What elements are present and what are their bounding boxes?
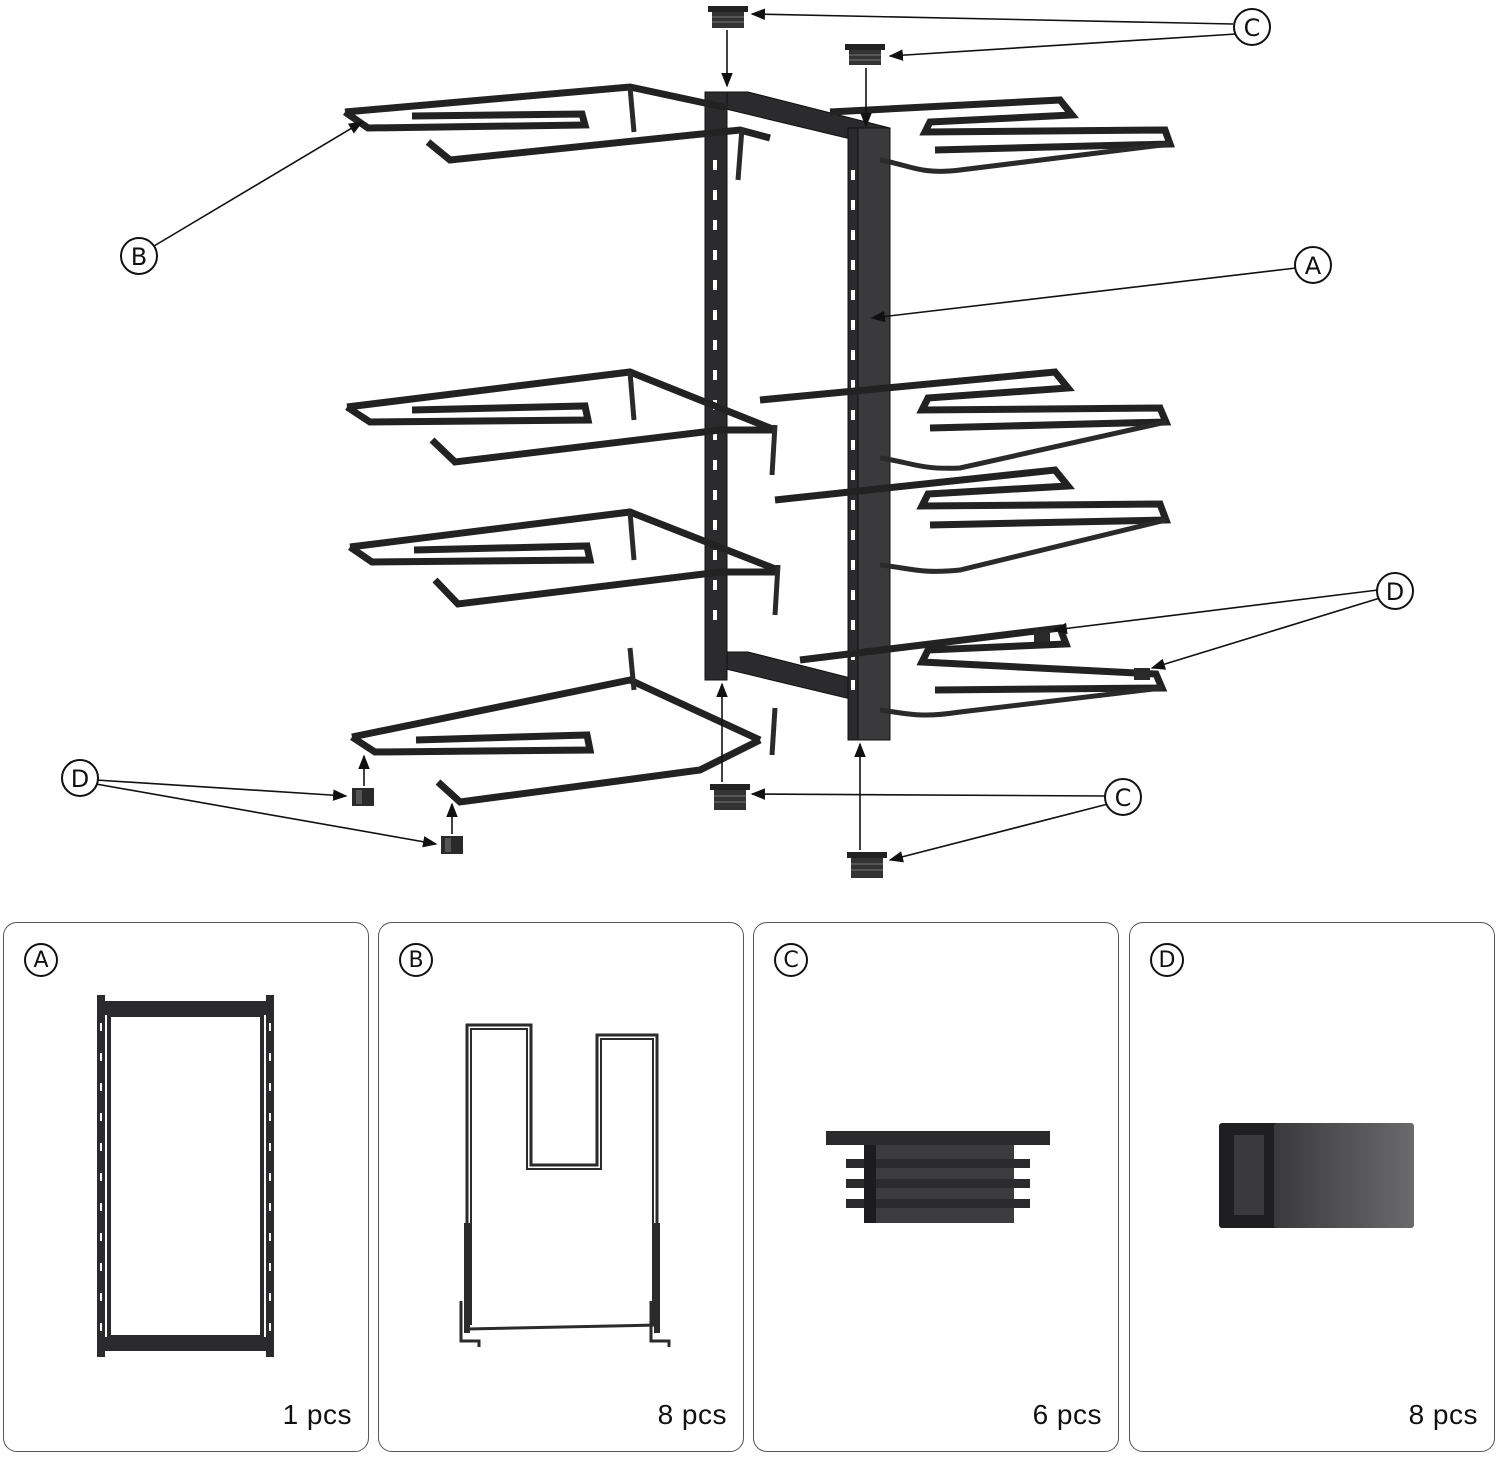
part-b-badge: B <box>399 943 433 977</box>
svg-text:B: B <box>131 243 147 271</box>
svg-text:C: C <box>1115 784 1132 812</box>
end-cap-top-left <box>708 6 748 28</box>
part-b-quantity: 8 pcs <box>657 1399 727 1430</box>
foot-cap-right-1 <box>1034 630 1050 642</box>
part-b-rack-illustration <box>459 1023 671 1347</box>
svg-text:C: C <box>1244 14 1261 42</box>
foot-cap-left-2 <box>441 836 463 854</box>
exploded-assembly-diagram: C B A D D C <box>61 6 1414 878</box>
foot-cap-right-2 <box>1134 668 1150 680</box>
part-d-quantity: 8 pcs <box>1408 1399 1478 1430</box>
callout-c-top: C <box>1233 8 1271 46</box>
end-cap-bottom-left <box>710 784 750 810</box>
svg-text:D: D <box>71 765 89 793</box>
callout-d-right: D <box>1376 572 1414 610</box>
callout-c-bottom: C <box>1104 778 1142 816</box>
svg-text:A: A <box>1305 252 1322 280</box>
svg-text:D: D <box>1386 578 1404 606</box>
end-cap-bottom-right <box>847 852 887 878</box>
part-a-quantity: 1 pcs <box>282 1399 352 1430</box>
callout-b: B <box>120 237 158 275</box>
main-frame <box>704 91 891 741</box>
part-panel-b: B 8 pcs <box>378 922 744 1452</box>
part-a-frame-illustration <box>97 995 274 1357</box>
end-cap-top-right <box>845 44 885 65</box>
left-racks <box>343 83 781 806</box>
foot-cap-left-1 <box>352 788 374 806</box>
part-panel-c: C 6 pcs <box>753 922 1119 1452</box>
part-c-badge: C <box>774 943 808 977</box>
part-panel-a: A 1 pcs <box>3 922 369 1452</box>
upright-slots <box>713 160 855 690</box>
part-a-badge: A <box>24 943 58 977</box>
leader-lines <box>95 8 1381 863</box>
part-d-badge: D <box>1150 943 1184 977</box>
part-d-foot-cap-illustration <box>1219 1123 1414 1228</box>
part-c-quantity: 6 pcs <box>1032 1399 1102 1430</box>
part-c-end-cap-illustration <box>826 1131 1050 1223</box>
callout-d-left: D <box>61 759 99 797</box>
part-panel-d: D 8 pcs <box>1129 922 1495 1452</box>
callout-a: A <box>1294 246 1332 284</box>
